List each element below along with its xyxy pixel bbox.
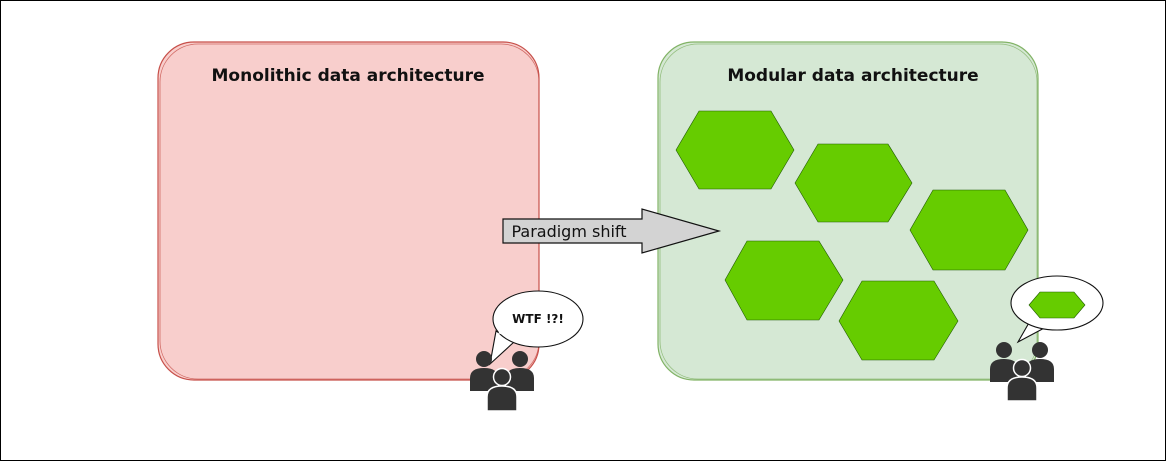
bubble-body [492,290,584,348]
users-group-icon [470,351,534,412]
monolithic-title: Monolithic data architecture [212,66,485,86]
module-hexagon [724,240,844,321]
monolithic-box-sketch-line [159,43,540,380]
modular-box-sketch-line [659,43,1038,380]
module-hexagon-icon [1028,291,1086,319]
arrow-shape [502,208,722,254]
right-speech-bubble [1010,275,1104,344]
left-speech-bubble: WTF !?! [489,290,584,366]
monolithic-box-shape [157,41,540,381]
modular-title: Modular data architecture [727,66,978,86]
module-hexagon [909,189,1029,271]
modules-group [675,110,1029,361]
paradigm-shift-arrow: Paradigm shift [502,208,722,254]
module-hexagon [675,110,795,190]
bubble-join [498,330,512,338]
monolithic-box: Monolithic data architecture [157,41,540,381]
bubble-join [1031,319,1047,327]
arrow-label: Paradigm shift [511,222,626,241]
bubble-text: WTF !?! [512,312,564,326]
users-group-icon [990,342,1054,402]
module-hexagon [794,143,913,223]
module-hexagon [838,280,959,361]
